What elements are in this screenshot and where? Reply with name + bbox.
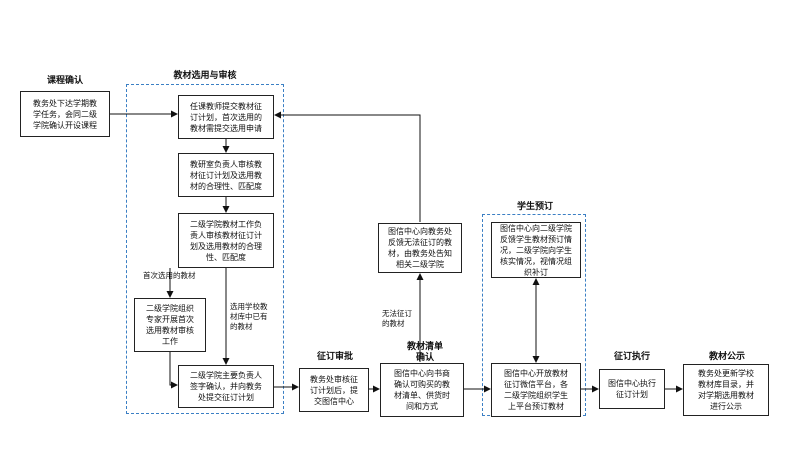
box-teacher-submit-plan: 任课教师提交教材征 订计划，首次选用的 教材需提交选用申请 xyxy=(178,95,274,139)
section-textbook-publicity: 教材公示 xyxy=(708,352,745,362)
textbook-review-frame xyxy=(126,84,284,414)
box-academic-affairs-review: 教务处审核征 订计划后，提 交图信中心 xyxy=(299,368,369,412)
note-unavailable-textbook: 无法征订 的教材 xyxy=(382,309,412,328)
box-teaching-office-review: 教研室负责人审核教 材征订计划及选用教 材的合理性、匹配度 xyxy=(178,153,274,197)
arrow-b9-b2 xyxy=(274,111,421,222)
section-textbook-review: 教材选用与审核 xyxy=(173,71,237,81)
box-open-wechat-platform: 图信中心开放教材 征订微信平台，各 二级学院组织学生 上平台预订教材 xyxy=(491,363,581,417)
box-confirm-courses: 教务处下达学期教 学任务，会同二级 学院确认开设课程 xyxy=(20,91,110,137)
section-order-execute: 征订执行 xyxy=(613,352,650,362)
box-expert-first-use-review: 二级学院组织 专家开展首次 选用教材审核 工作 xyxy=(134,298,206,352)
box-execute-order: 图信中心执行 征订计划 xyxy=(599,369,665,409)
note-first-use-textbook: 首次选用的教材 xyxy=(143,271,196,280)
box-publish-textbooks: 教务处更新学校 教材库目录，并 对学期选用教材 进行公示 xyxy=(683,364,769,416)
section-student-preorder: 学生预订 xyxy=(516,202,553,212)
box-confirm-with-bookseller: 图信中心向书商 确认可购买的教 材清单、供货时 间和方式 xyxy=(380,363,464,417)
box-feedback-unavailable: 图信中心向教务处 反馈无法征订的教 材，由教务处告知 相关二级学院 xyxy=(378,223,462,273)
box-college-head-sign: 二级学院主要负责人 签字确认，并向教务 处提交征订计划 xyxy=(178,365,274,408)
section-course-confirm: 课程确认 xyxy=(46,76,83,86)
note-existing-textbook: 选用学校教 材库中已有 的教材 xyxy=(230,302,268,331)
arrow-b5-b6 xyxy=(169,352,178,389)
section-order-approval: 征订审批 xyxy=(316,352,353,362)
box-preorder-feedback: 图信中心向二级学院 反馈学生教材预订情 况，二级学院向学生 核实情况，视情况组 … xyxy=(491,222,581,278)
box-college-textbook-review: 二级学院教材工作负 责人审核教材征订计 划及选用教材的合理 性、匹配度 xyxy=(178,213,274,268)
section-textbook-list-confirm: 教材清单 确认 xyxy=(406,342,443,363)
